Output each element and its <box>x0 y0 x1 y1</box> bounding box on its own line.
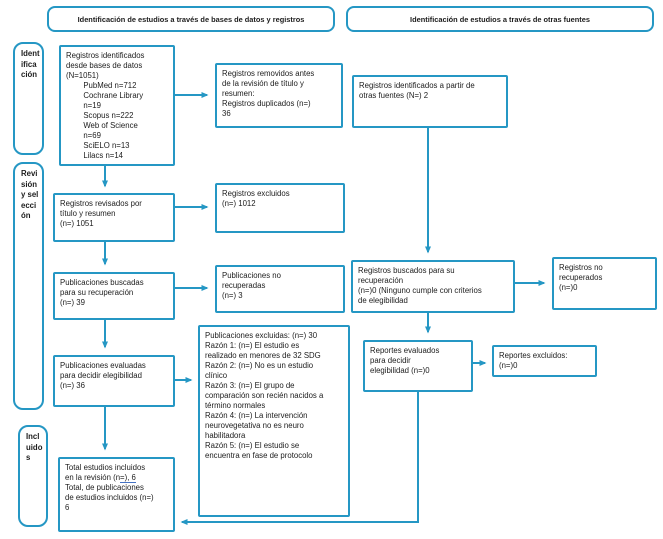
box-records-screened: Registros revisados por título y resumen… <box>53 193 175 242</box>
box-reports-assessed: Publicaciones evaluadas para decidir ele… <box>53 355 175 407</box>
box-records-not-retrieved-other: Registros no recuperados (n=)0 <box>552 257 657 310</box>
box-publications-excluded-reasons: Publicaciones excluidas: (n=) 30 Razón 1… <box>198 325 350 517</box>
box-records-other-sources: Registros identificados a partir de otra… <box>352 75 508 128</box>
box-reports-excluded-other: Reportes excluidos: (n=)0 <box>492 345 597 377</box>
box-records-sought-other: Registros buscados para su recuperación … <box>351 260 515 313</box>
box-reports-assessed-other: Reportes evaluados para decidir elegibil… <box>363 340 473 392</box>
box-records-removed: Registros removidos antes de la revisión… <box>215 63 343 128</box>
box-reports-sought: Publicaciones buscadas para su recuperac… <box>53 272 175 320</box>
banner-other-sources: Identificación de estudios a través de o… <box>346 6 654 32</box>
box-total-included: Total estudios incluidos en la revisión … <box>58 457 175 532</box>
banner-databases-registries: Identificación de estudios a través de b… <box>47 6 335 32</box>
total-included-text-end: Total, de publicaciones de estudios incl… <box>65 483 154 512</box>
stage-label-identification: Identificación <box>13 42 44 155</box>
stage-label-included: Incluidos <box>18 425 48 527</box>
box-records-excluded: Registros excluidos (n=) 1012 <box>215 183 345 233</box>
total-included-marked-text: =), 6 <box>120 473 136 483</box>
box-records-identified-databases: Registros identificados desde bases de d… <box>59 45 175 166</box>
stage-label-screening: Revisión y selección <box>13 162 44 410</box>
total-included-text: Total estudios incluidos en la revisión … <box>65 463 146 482</box>
box-reports-not-retrieved: Publicaciones no recuperadas (n=) 3 <box>215 265 345 313</box>
